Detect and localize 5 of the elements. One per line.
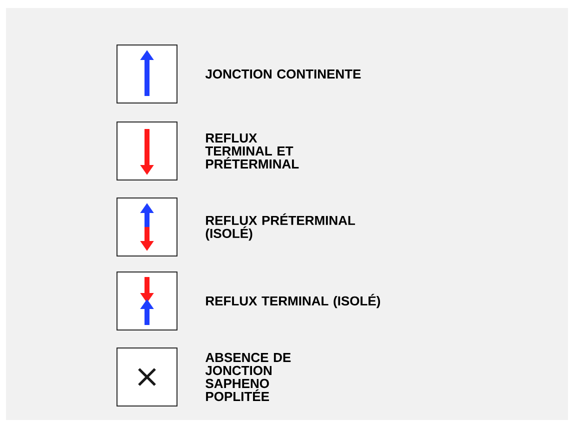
legend-text: JONCTION CONTINENTE xyxy=(205,69,361,79)
legend-text: ABSENCE DE JONCTION SAPHENO POPLITÉE xyxy=(205,352,291,402)
legend-text: REFLUX TERMINAL (ISOLÉ) xyxy=(206,294,380,308)
legend-text: REFLUX TERMINAL ET PRÉTERMINAL xyxy=(205,134,299,168)
legend-text: REFLUX PRÉTERMINAL (ISOLÉ) xyxy=(206,213,356,241)
